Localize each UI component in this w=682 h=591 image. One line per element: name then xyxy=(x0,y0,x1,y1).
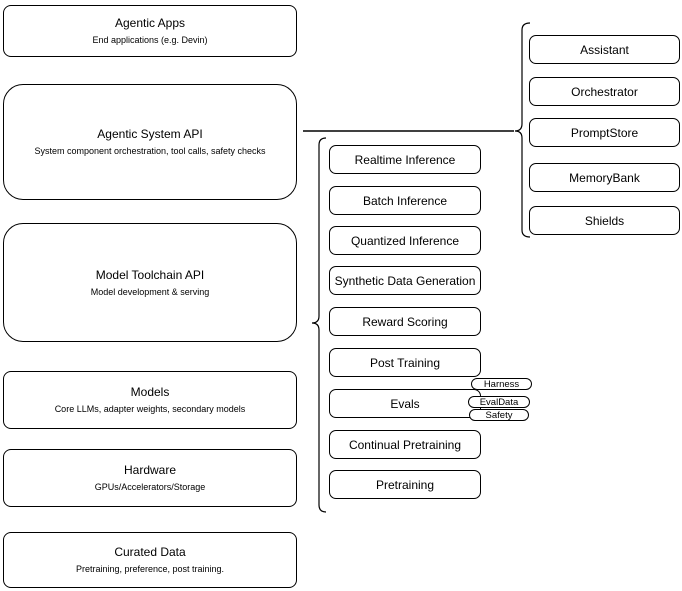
node-title: Agentic System API xyxy=(97,127,203,141)
node-title: Agentic Apps xyxy=(114,16,186,30)
node-subtitle: GPUs/Accelerators/Storage xyxy=(94,482,206,492)
node-evals: Evals xyxy=(329,389,481,418)
node-agentic-apps: Agentic Apps End applications (e.g. Devi… xyxy=(3,5,297,57)
node-title: Curated Data xyxy=(114,545,186,559)
node-title: Hardware xyxy=(123,463,177,477)
node-assistant: Assistant xyxy=(529,35,680,64)
node-curated-data: Curated Data Pretraining, preference, po… xyxy=(3,532,297,588)
node-title: Model Toolchain API xyxy=(95,267,205,282)
node-batch-inference: Batch Inference xyxy=(329,186,481,215)
node-realtime-inference: Realtime Inference xyxy=(329,145,481,174)
node-orchestrator: Orchestrator xyxy=(529,77,680,106)
node-hardware: Hardware GPUs/Accelerators/Storage xyxy=(3,449,297,507)
node-quantized-inference: Quantized Inference xyxy=(329,226,481,255)
node-continual-pretraining: Continual Pretraining xyxy=(329,430,481,459)
node-memorybank: MemoryBank xyxy=(529,163,680,192)
node-subtitle: System component orchestration, tool cal… xyxy=(34,146,266,156)
node-title: Models xyxy=(130,385,170,399)
node-subtitle: End applications (e.g. Devin) xyxy=(92,35,208,45)
node-model-toolchain-api: Model Toolchain API Model development & … xyxy=(3,223,297,342)
node-post-training: Post Training xyxy=(329,348,481,377)
node-pretraining: Pretraining xyxy=(329,470,481,499)
toolchain-group-brace xyxy=(311,137,327,513)
pill-harness: Harness xyxy=(471,378,532,390)
node-models: Models Core LLMs, adapter weights, secon… xyxy=(3,371,297,429)
node-promptstore: PromptStore xyxy=(529,118,680,147)
system-components-group-brace xyxy=(514,22,531,238)
node-subtitle: Core LLMs, adapter weights, secondary mo… xyxy=(54,404,246,414)
node-subtitle: Pretraining, preference, post training. xyxy=(75,564,225,574)
pill-safety: Safety xyxy=(469,409,529,421)
node-subtitle: Model development & serving xyxy=(90,286,210,297)
node-reward-scoring: Reward Scoring xyxy=(329,307,481,336)
node-shields: Shields xyxy=(529,206,680,235)
pill-evaldata: EvalData xyxy=(468,396,530,408)
node-synthetic-data-generation: Synthetic Data Generation xyxy=(329,266,481,295)
node-agentic-system-api: Agentic System API System component orch… xyxy=(3,84,297,200)
